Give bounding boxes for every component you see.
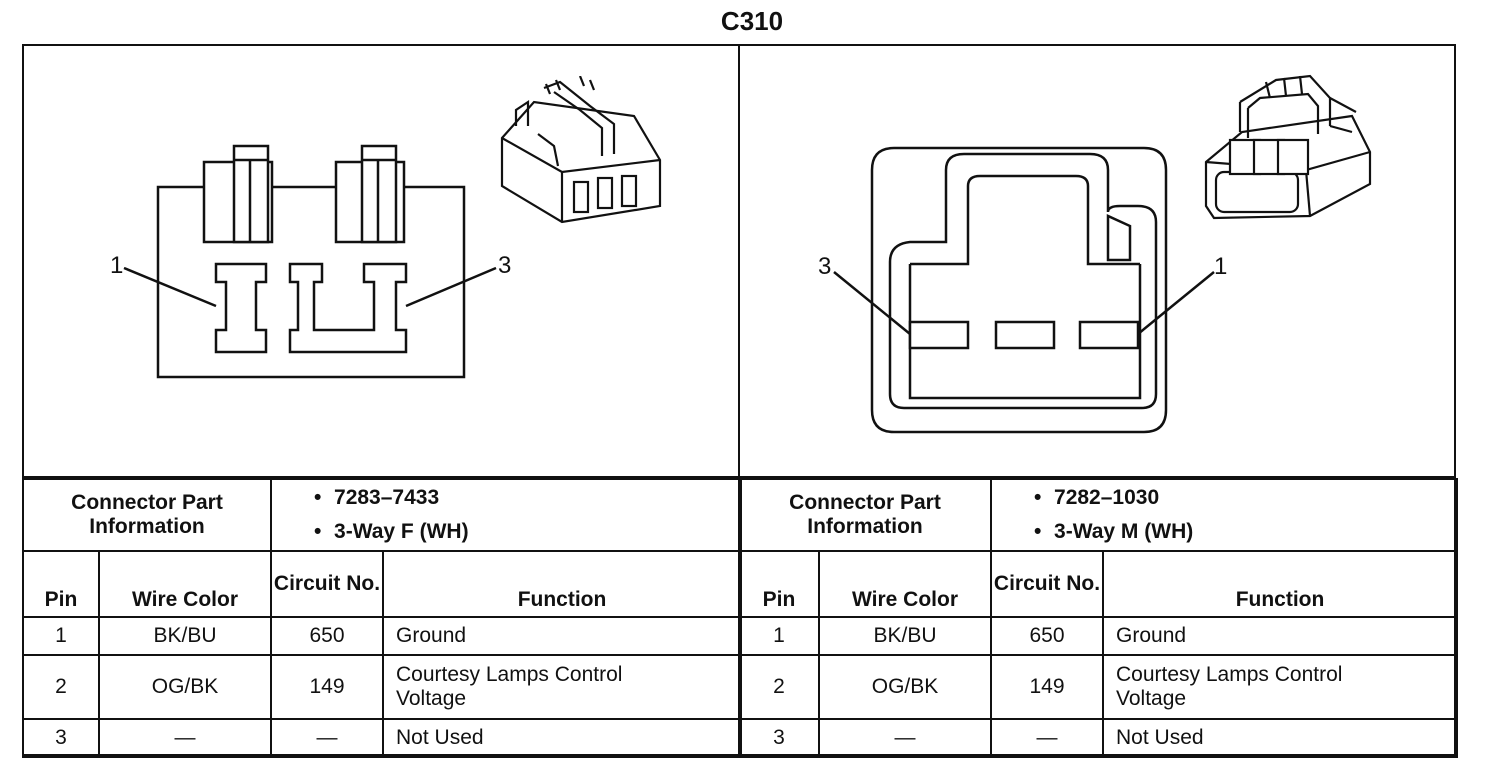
cell-pin: 3	[738, 718, 820, 758]
table-row: 1 BK/BU 650 Ground	[22, 616, 743, 656]
part-description: 3-Way F (WH)	[334, 520, 469, 543]
cell-wire-color: BK/BU	[817, 616, 993, 656]
cell-function: Not Used	[382, 718, 743, 758]
connector-part-info-values: •7283–7433 •3-Way F (WH)	[270, 478, 743, 552]
cell-function: Ground	[1102, 616, 1459, 656]
pin-callout-label: 3	[498, 252, 511, 279]
pin-callout-label: 1	[1214, 253, 1227, 280]
header-function: Function	[1102, 550, 1459, 618]
drawing-table-divider	[22, 476, 1456, 478]
right-connector-face-drawing: 3 1	[818, 146, 1227, 434]
cell-function: Courtesy Lamps Control Voltage	[1102, 654, 1459, 720]
right-connector-3d-view	[1204, 74, 1372, 220]
cell-pin: 3	[22, 718, 100, 758]
cell-circuit: —	[990, 718, 1105, 758]
header-function: Function	[382, 550, 743, 618]
panel-divider	[738, 44, 740, 756]
table-row: 3 — — Not Used	[22, 718, 743, 758]
cell-function: Ground	[382, 616, 743, 656]
connector-part-info-values: •7282–1030 •3-Way M (WH)	[990, 478, 1459, 552]
left-connector-table: Connector Part Information •7283–7433 •3…	[21, 478, 743, 758]
header-wire-color: Wire Color	[817, 550, 993, 618]
cell-function: Courtesy Lamps Control Voltage	[382, 654, 743, 720]
table-row: 1 BK/BU 650 Ground	[738, 616, 1459, 656]
pin-callout-label: 1	[110, 252, 123, 279]
part-description: 3-Way M (WH)	[1054, 520, 1194, 543]
header-wire-color: Wire Color	[97, 550, 273, 618]
cell-pin: 1	[22, 616, 100, 656]
cell-wire-color: OG/BK	[97, 654, 273, 720]
table-row: 3 — — Not Used	[738, 718, 1459, 758]
diagram-title: C310	[720, 6, 784, 36]
connector-part-info-label: Connector Part Information	[21, 478, 273, 552]
cell-wire-color: —	[817, 718, 993, 758]
header-circuit-no: Circuit No.	[990, 550, 1105, 618]
cell-circuit: 149	[990, 654, 1105, 720]
cell-pin: 2	[22, 654, 100, 720]
header-pin: Pin	[738, 550, 820, 618]
header-pin: Pin	[22, 550, 100, 618]
part-number: 7283–7433	[334, 486, 440, 509]
header-circuit-no: Circuit No.	[270, 550, 385, 618]
right-connector-table: Connector Part Information •7282–1030 •3…	[737, 478, 1459, 758]
left-connector-face-drawing: 1 3	[110, 144, 511, 379]
left-connector-3d-view	[500, 76, 662, 224]
cell-pin: 1	[738, 616, 820, 656]
cell-function: Not Used	[1102, 718, 1459, 758]
cell-wire-color: BK/BU	[97, 616, 273, 656]
part-number: 7282–1030	[1054, 486, 1160, 509]
table-row: 2 OG/BK 149 Courtesy Lamps Control Volta…	[22, 654, 743, 720]
connector-part-info-label: Connector Part Information	[737, 478, 993, 552]
pin-callout-label: 3	[818, 253, 831, 280]
cell-circuit: 149	[270, 654, 385, 720]
cell-circuit: —	[270, 718, 385, 758]
cell-circuit: 650	[270, 616, 385, 656]
cell-wire-color: —	[97, 718, 273, 758]
cell-circuit: 650	[990, 616, 1105, 656]
cell-pin: 2	[738, 654, 820, 720]
table-row: 2 OG/BK 149 Courtesy Lamps Control Volta…	[738, 654, 1459, 720]
cell-wire-color: OG/BK	[817, 654, 993, 720]
